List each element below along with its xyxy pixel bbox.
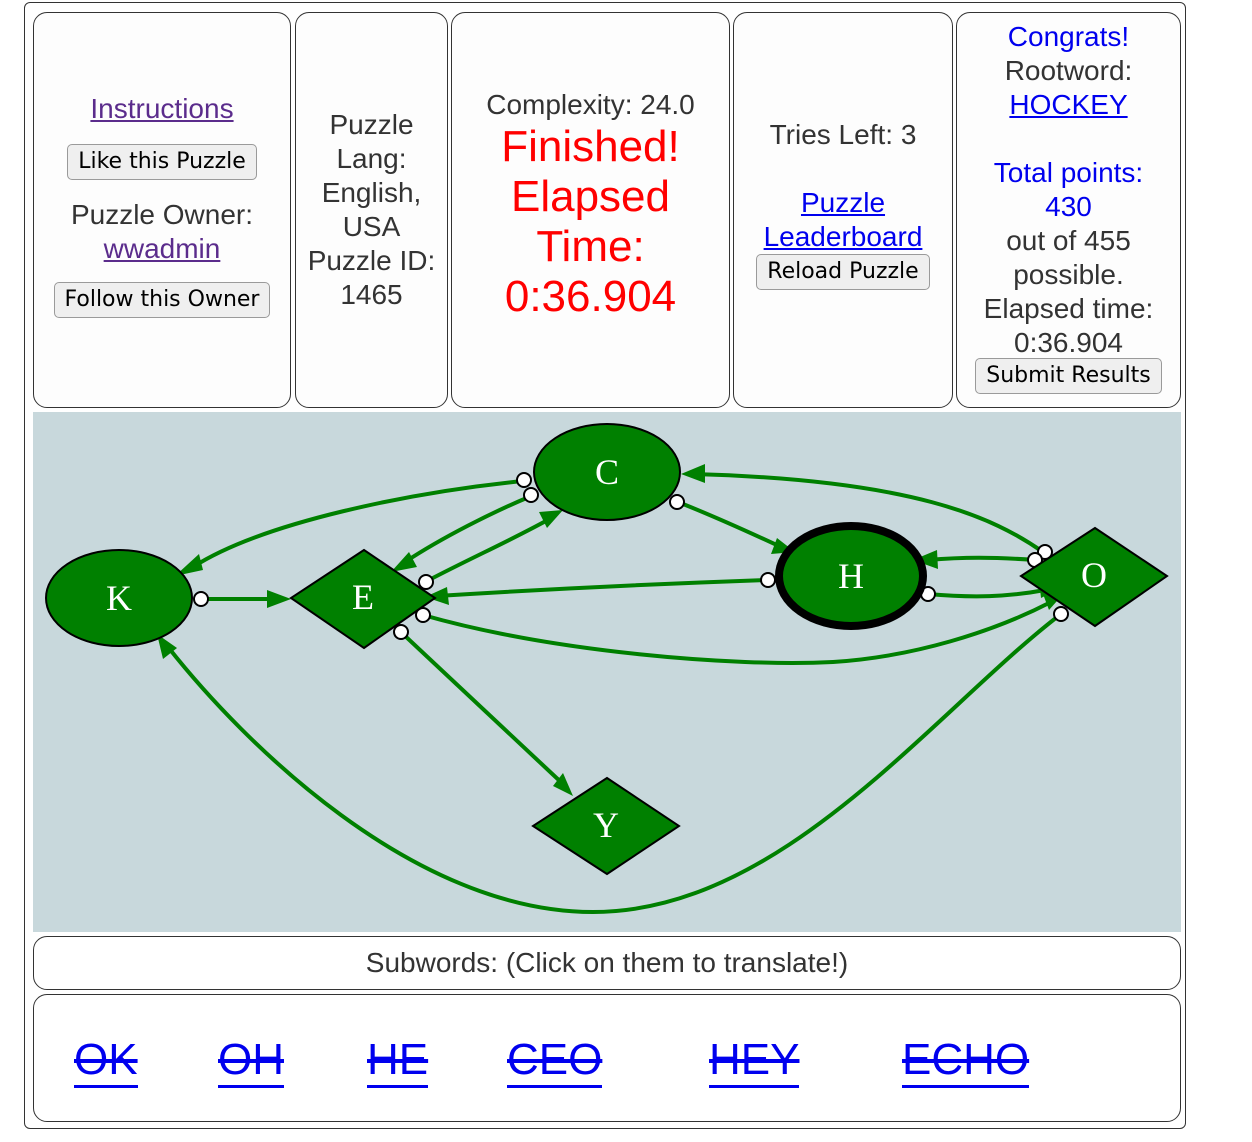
arrowhead-o-c xyxy=(681,464,705,483)
node-e[interactable]: E xyxy=(289,548,437,650)
owner-link[interactable]: wwadmin xyxy=(103,233,221,264)
graph-canvas: C K E H O Y xyxy=(45,423,1169,915)
arrowhead-e-c xyxy=(539,510,563,528)
node-k[interactable]: K xyxy=(45,549,193,647)
edge-tail-marker xyxy=(516,472,532,488)
arrowhead-o-h xyxy=(913,550,938,569)
elapsed-time: 0:36.904 xyxy=(504,272,677,321)
reload-puzzle-button[interactable]: Reload Puzzle xyxy=(756,254,930,290)
edge-o-h xyxy=(927,555,1036,562)
subwords-header: Subwords: (Click on them to translate!) xyxy=(33,936,1181,990)
edge-tail-marker xyxy=(415,607,431,623)
instructions-link[interactable]: Instructions xyxy=(90,93,234,124)
panel-puzzle-info: Puzzle Lang: English, USA Puzzle ID: 146… xyxy=(295,12,448,408)
elapsed-label: Elapsed xyxy=(510,172,670,221)
congrats-text: Congrats! xyxy=(1007,21,1130,52)
subword-hey[interactable]: HEY xyxy=(709,1035,800,1088)
leaderboard-link-line2: Leaderboard xyxy=(763,221,923,252)
subword-oh[interactable]: OH xyxy=(218,1035,284,1088)
edge-tail-marker xyxy=(393,624,409,640)
edge-tail-marker xyxy=(760,572,776,588)
node-o[interactable]: O xyxy=(1019,526,1169,628)
edge-tail-marker xyxy=(1053,606,1069,622)
owner-label: Puzzle Owner: xyxy=(70,199,254,230)
elapsed-time-value: 0:36.904 xyxy=(1014,327,1123,358)
subword-ok[interactable]: OK xyxy=(74,1035,138,1088)
total-points-label: Total points: xyxy=(993,157,1144,188)
elapsed-label: Time: xyxy=(536,222,645,271)
submit-results-button[interactable]: Submit Results xyxy=(975,358,1162,394)
panel-status: Complexity: 24.0 Finished! Elapsed Time:… xyxy=(451,12,730,408)
puzzle-info-line: Lang: xyxy=(336,143,407,174)
subword-echo[interactable]: ECHO xyxy=(902,1035,1030,1088)
panel-results: Congrats! Rootword: HOCKEY Total points:… xyxy=(956,12,1181,408)
puzzle-id-label: Puzzle ID: xyxy=(307,245,436,276)
node-e-label: E xyxy=(352,577,374,617)
subword-ceo[interactable]: CEO xyxy=(507,1035,603,1088)
puzzle-info-line: Puzzle xyxy=(329,109,414,140)
arrowhead-c-e xyxy=(391,552,417,572)
arrowhead-k-e xyxy=(267,590,291,608)
edge-tail-marker xyxy=(418,574,434,590)
puzzle-info-line: English, xyxy=(321,177,422,208)
app-container: Instructions Like this Puzzle Puzzle Own… xyxy=(24,2,1186,1129)
edge-c-e xyxy=(403,495,530,564)
edge-c-k xyxy=(191,479,524,569)
edge-tail-marker xyxy=(669,494,685,510)
points-possible: possible. xyxy=(1013,259,1124,290)
edge-e-o xyxy=(422,600,1052,665)
points-out-of: out of 455 xyxy=(1006,225,1131,256)
node-h-label: H xyxy=(838,556,864,596)
edge-e-y xyxy=(401,632,565,786)
arrowhead-o-k xyxy=(157,634,177,659)
panel-owner: Instructions Like this Puzzle Puzzle Own… xyxy=(33,12,291,408)
edge-h-o xyxy=(927,588,1046,599)
puzzle-info-line: USA xyxy=(342,211,401,242)
edge-h-e xyxy=(436,578,767,598)
edge-e-c xyxy=(428,515,554,582)
complexity-text: Complexity: 24.0 xyxy=(486,89,695,120)
arrowhead-c-k xyxy=(175,554,203,576)
rootword-label: Rootword: xyxy=(1004,55,1133,86)
edge-tail-marker xyxy=(193,591,209,607)
total-points-value: 430 xyxy=(1045,191,1092,222)
node-h[interactable]: H xyxy=(775,522,927,630)
like-puzzle-button[interactable]: Like this Puzzle xyxy=(67,144,257,180)
follow-owner-button[interactable]: Follow this Owner xyxy=(53,282,271,318)
node-c-label: C xyxy=(595,452,619,492)
edge-o-k xyxy=(166,612,1063,915)
node-o-label: O xyxy=(1081,555,1107,595)
edge-tail-marker xyxy=(523,487,539,503)
tries-left: Tries Left: 3 xyxy=(769,119,917,150)
finished-text: Finished! xyxy=(501,122,680,171)
letter-graph: C K E H O Y xyxy=(33,412,1181,932)
edge-c-h xyxy=(682,502,782,549)
panel-tries: Tries Left: 3 Puzzle Leaderboard Reload … xyxy=(733,12,953,408)
node-k-label: K xyxy=(106,578,132,618)
leaderboard-link[interactable]: Puzzle Leaderboard xyxy=(764,186,923,254)
node-y-label: Y xyxy=(593,805,619,845)
node-y[interactable]: Y xyxy=(531,776,681,876)
arrowhead-e-y xyxy=(553,773,573,796)
leaderboard-link-line1: Puzzle xyxy=(800,187,886,218)
elapsed-time-label: Elapsed time: xyxy=(983,293,1154,324)
edge-o-c xyxy=(692,472,1045,554)
arrowhead-h-e xyxy=(425,587,449,605)
puzzle-id-value: 1465 xyxy=(340,279,403,310)
subword-he[interactable]: HE xyxy=(367,1035,429,1088)
node-c[interactable]: C xyxy=(533,423,681,521)
subwords-list: OK OH HE CEO HEY ECHO xyxy=(33,994,1181,1122)
rootword-link[interactable]: HOCKEY xyxy=(1009,89,1128,120)
